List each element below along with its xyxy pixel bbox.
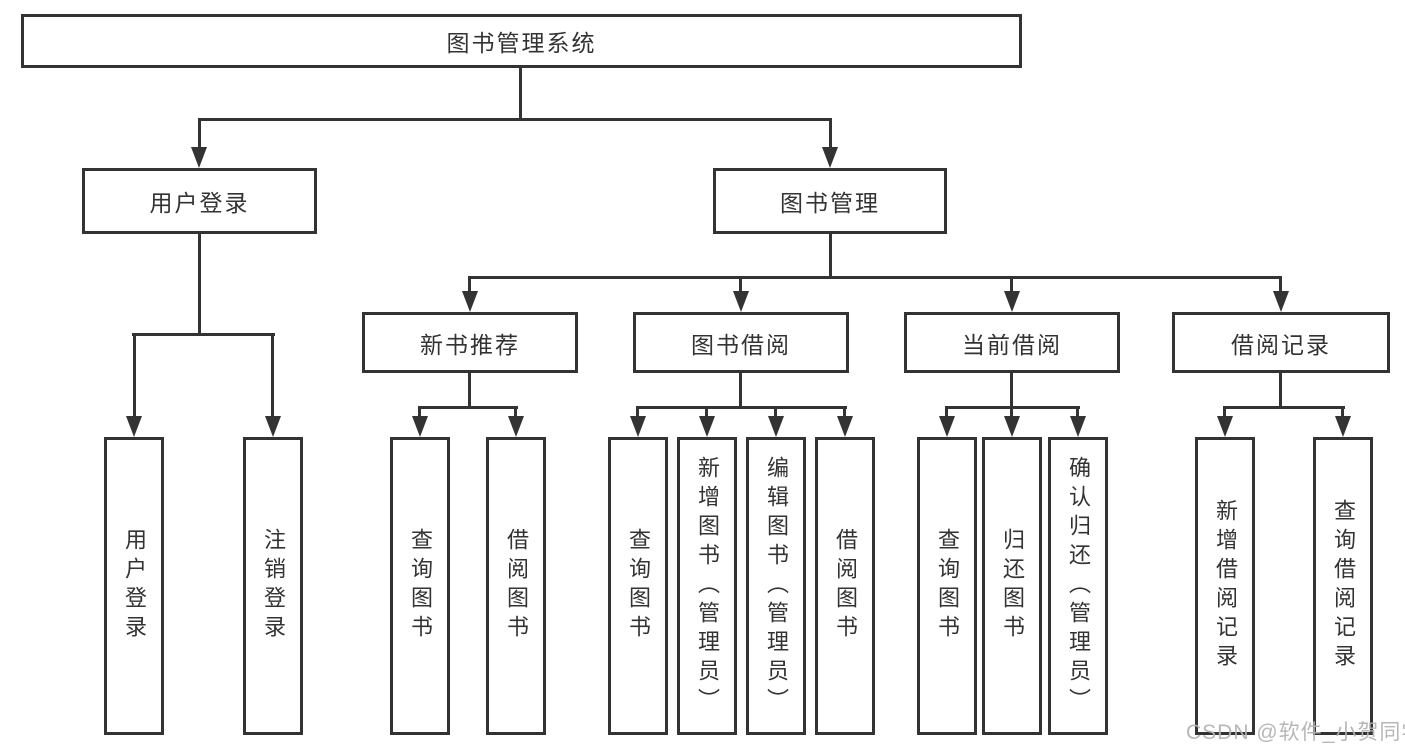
connector-line (468, 373, 471, 409)
node-library-system: 图书管理系统 (21, 14, 1022, 68)
connector-line (1223, 409, 1226, 419)
node-query-books-current: 查询图书 (917, 437, 977, 735)
node-label: 查询借阅记录 (1331, 499, 1356, 673)
arrowhead-icon (837, 416, 853, 437)
connector-line (271, 336, 274, 418)
node-add-borrow-record: 新增借阅记录 (1195, 437, 1255, 735)
node-label: 查询图书 (408, 528, 433, 644)
arrowhead-icon (462, 291, 478, 312)
node-user-login: 用户登录 (82, 168, 317, 234)
node-borrowing-records: 借阅记录 (1172, 312, 1390, 373)
arrowhead-icon (768, 416, 784, 437)
connector-line (1341, 409, 1344, 419)
node-label: 归还图书 (1000, 528, 1025, 644)
connector-line (843, 409, 846, 419)
connector-line (829, 121, 832, 151)
arrowhead-icon (1004, 416, 1020, 437)
node-new-book-recommendation: 新书推荐 (362, 312, 578, 373)
arrowhead-icon (630, 416, 646, 437)
arrowhead-icon (1335, 416, 1351, 437)
node-label: 借阅记录 (1231, 331, 1331, 358)
node-return-books: 归还图书 (982, 437, 1042, 735)
node-add-books-admin: 新增图书（管理员） (677, 437, 737, 735)
connector-line (198, 121, 201, 151)
connector-line (198, 234, 201, 336)
connector-line (198, 118, 832, 121)
connector-line (418, 406, 518, 409)
node-borrow-books: 借阅图书 (815, 437, 875, 735)
node-query-books-recommend: 查询图书 (390, 437, 450, 735)
node-book-borrowing: 图书借阅 (633, 312, 849, 373)
connector-line (133, 336, 136, 418)
node-edit-books-admin: 编辑图书（管理员） (746, 437, 806, 735)
connector-line (519, 67, 522, 121)
arrowhead-icon (733, 291, 749, 312)
node-label: 图书管理 (780, 190, 880, 216)
connector-line (418, 409, 421, 419)
arrowhead-icon (822, 147, 838, 168)
arrowhead-icon (1070, 416, 1086, 437)
connector-line (739, 373, 742, 409)
node-book-management: 图书管理 (713, 168, 947, 234)
node-label: 借阅图书 (833, 528, 858, 644)
node-label: 新书推荐 (420, 331, 520, 358)
connector-line (739, 279, 742, 293)
connector-line (636, 406, 847, 409)
arrowhead-icon (412, 416, 428, 437)
node-label: 新增图书（管理员） (695, 455, 720, 717)
node-label: 用户登录 (122, 528, 147, 644)
connector-line (132, 333, 275, 336)
node-label: 图书借阅 (691, 331, 791, 358)
arrowhead-icon (265, 416, 281, 437)
node-query-borrow-record: 查询借阅记录 (1313, 437, 1373, 735)
connector-line (945, 406, 1080, 409)
arrowhead-icon (1004, 291, 1020, 312)
arrowhead-icon (508, 416, 524, 437)
watermark: CSDN @软件_小贺同学 (1186, 721, 1405, 744)
connector-line (829, 234, 832, 279)
connector-line (705, 409, 708, 419)
connector-line (468, 279, 471, 293)
arrowhead-icon (126, 416, 142, 437)
connector-line (1010, 279, 1013, 293)
node-label: 注销登录 (261, 528, 286, 644)
arrowhead-icon (1273, 291, 1289, 312)
arrowhead-icon (939, 416, 955, 437)
connector-line (1010, 409, 1013, 419)
node-query-books-borrowing: 查询图书 (608, 437, 668, 735)
connector-line (468, 276, 1282, 279)
node-label: 当前借阅 (962, 331, 1062, 358)
arrowhead-icon (699, 416, 715, 437)
node-label: 用户登录 (149, 190, 250, 216)
arrowhead-icon (191, 147, 207, 168)
node-label: 查询图书 (935, 528, 960, 644)
connector-line (1279, 373, 1282, 409)
node-label: 新增借阅记录 (1213, 499, 1238, 673)
connector-line (1010, 373, 1013, 409)
arrowhead-icon (1217, 416, 1233, 437)
connector-line (514, 409, 517, 419)
node-label: 编辑图书（管理员） (764, 455, 789, 717)
node-confirm-return-admin: 确认归还（管理员） (1048, 437, 1108, 735)
connector-line (636, 409, 639, 419)
connector-line (1223, 406, 1345, 409)
node-label: 借阅图书 (504, 528, 529, 644)
node-logout: 注销登录 (243, 437, 303, 735)
connector-line (774, 409, 777, 419)
node-label: 查询图书 (626, 528, 651, 644)
node-user-login-leaf: 用户登录 (104, 437, 164, 735)
connector-line (1279, 279, 1282, 293)
connector-line (1076, 409, 1079, 419)
connector-line (945, 409, 948, 419)
node-label: 确认归还（管理员） (1066, 455, 1091, 717)
node-borrow-books-recommend: 借阅图书 (486, 437, 546, 735)
node-current-borrowing: 当前借阅 (904, 312, 1120, 373)
node-label: 图书管理系统 (446, 30, 597, 56)
